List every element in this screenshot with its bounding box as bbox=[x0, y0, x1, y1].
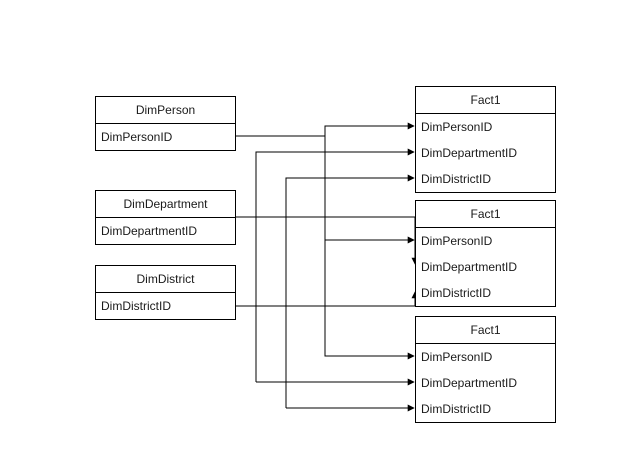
edge-person-fact3 bbox=[324, 240, 415, 360]
table-title: DimPerson bbox=[96, 97, 235, 124]
table-title: DimDistrict bbox=[96, 266, 235, 293]
table-title: Fact1 bbox=[416, 317, 555, 344]
table-fact1-bottom[interactable]: Fact1 DimPersonID DimDepartmentID DimDis… bbox=[415, 316, 556, 423]
table-field: DimDistrictID bbox=[421, 172, 491, 186]
table-dimdepartment[interactable]: DimDepartment DimDepartmentID bbox=[95, 190, 236, 245]
table-field: DimDepartmentID bbox=[421, 146, 518, 160]
table-field: DimDepartmentID bbox=[421, 376, 518, 390]
table-title: Fact1 bbox=[416, 87, 555, 114]
table-field: DimPersonID bbox=[421, 234, 493, 248]
table-field: DimDepartmentID bbox=[421, 260, 518, 274]
table-field: DimPersonID bbox=[421, 350, 493, 364]
table-field: DimDepartmentID bbox=[101, 224, 198, 238]
edge-department-fact1 bbox=[255, 148, 415, 382]
table-fact1-middle[interactable]: Fact1 DimPersonID DimDepartmentID DimDis… bbox=[415, 200, 556, 307]
table-field: DimDistrictID bbox=[421, 402, 491, 416]
table-field: DimDistrictID bbox=[421, 286, 491, 300]
table-field: DimDistrictID bbox=[101, 299, 171, 313]
table-title: Fact1 bbox=[416, 201, 555, 228]
table-field: DimPersonID bbox=[421, 120, 493, 134]
table-dimperson[interactable]: DimPerson DimPersonID bbox=[95, 96, 236, 151]
edge-person-fact2 bbox=[324, 126, 415, 244]
table-field: DimPersonID bbox=[101, 130, 173, 144]
edge-district-fact1 bbox=[285, 174, 415, 408]
table-title: DimDepartment bbox=[96, 191, 235, 218]
table-dimdistrict[interactable]: DimDistrict DimDistrictID bbox=[95, 265, 236, 320]
table-fact1-top[interactable]: Fact1 DimPersonID DimDepartmentID DimDis… bbox=[415, 86, 556, 193]
